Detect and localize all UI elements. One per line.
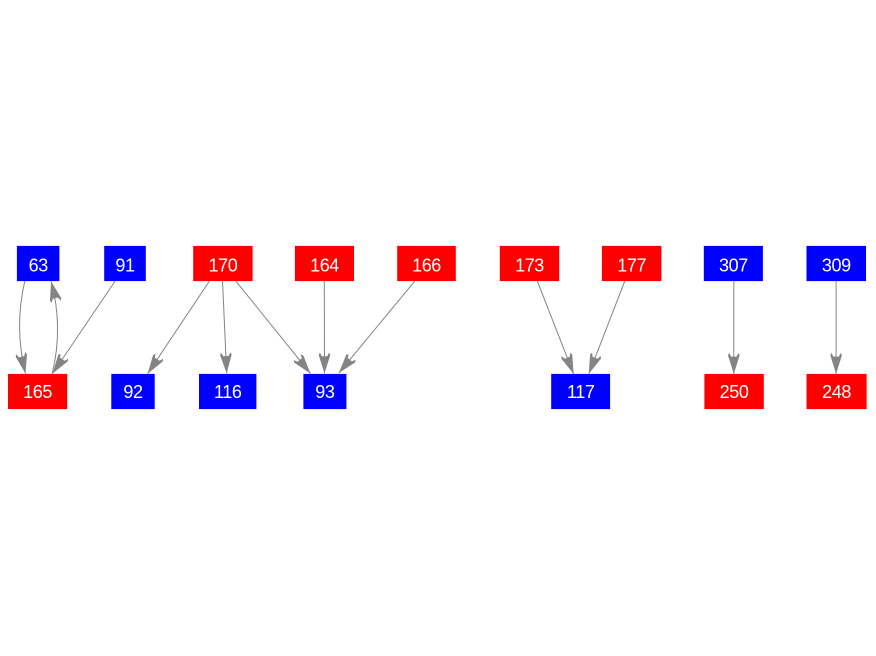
svg-text:116: 116 bbox=[214, 382, 242, 402]
svg-text:177: 177 bbox=[617, 255, 646, 275]
svg-text:117: 117 bbox=[567, 382, 595, 402]
svg-text:165: 165 bbox=[23, 382, 52, 402]
svg-text:248: 248 bbox=[822, 382, 851, 402]
svg-text:170: 170 bbox=[208, 255, 237, 275]
svg-text:173: 173 bbox=[515, 255, 544, 275]
svg-text:309: 309 bbox=[822, 255, 851, 275]
svg-text:166: 166 bbox=[412, 255, 441, 275]
svg-text:92: 92 bbox=[123, 382, 143, 402]
svg-text:250: 250 bbox=[720, 382, 749, 402]
svg-text:307: 307 bbox=[719, 255, 748, 275]
svg-text:63: 63 bbox=[29, 255, 49, 275]
svg-text:164: 164 bbox=[310, 255, 339, 275]
svg-text:91: 91 bbox=[115, 255, 135, 275]
svg-text:93: 93 bbox=[315, 382, 335, 402]
